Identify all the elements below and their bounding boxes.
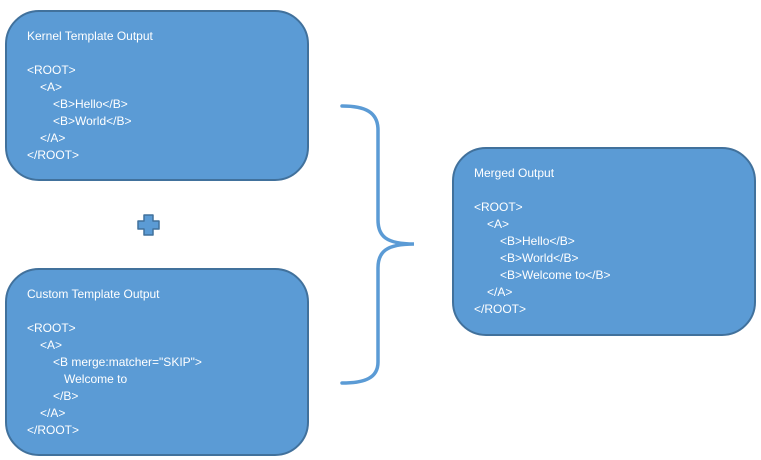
merged-code-line: </ROOT> [474, 302, 527, 316]
kernel-code-line: <B>World</B> [53, 114, 132, 128]
custom-code-line: <B merge:matcher="SKIP"> [53, 355, 202, 369]
kernel-code-line: <A> [40, 80, 63, 94]
custom-code-line: </B> [53, 389, 79, 403]
merged-code-line: </A> [487, 285, 513, 299]
merged-output-box: Merged Output <ROOT> <A> <B>Hello</B> <B… [452, 147, 756, 336]
kernel-code-line: <B>Hello</B> [53, 97, 128, 111]
kernel-code-line: </A> [40, 131, 66, 145]
merged-output-title: Merged Output [474, 166, 555, 180]
custom-code-line: Welcome to [64, 372, 128, 386]
merged-code-line: <B>World</B> [500, 251, 579, 265]
custom-code-line: <ROOT> [27, 321, 76, 335]
custom-code-line: </ROOT> [27, 423, 80, 437]
kernel-template-output-box: Kernel Template Output <ROOT> <A> <B>Hel… [5, 10, 309, 181]
kernel-template-title: Kernel Template Output [27, 29, 153, 43]
kernel-code-line: </ROOT> [27, 148, 80, 162]
custom-template-output-box: Custom Template Output <ROOT> <A> <B mer… [5, 268, 309, 456]
kernel-code-line: <ROOT> [27, 63, 76, 77]
custom-template-title: Custom Template Output [27, 287, 160, 301]
merged-code-line: <ROOT> [474, 200, 523, 214]
right-curly-brace-icon [340, 104, 415, 385]
merged-code-line: <A> [487, 217, 510, 231]
plus-icon [137, 214, 160, 236]
custom-code-line: </A> [40, 406, 66, 420]
custom-code-line: <A> [40, 338, 63, 352]
merged-code-line: <B>Hello</B> [500, 234, 575, 248]
merged-code-line: <B>Welcome to</B> [500, 268, 611, 282]
